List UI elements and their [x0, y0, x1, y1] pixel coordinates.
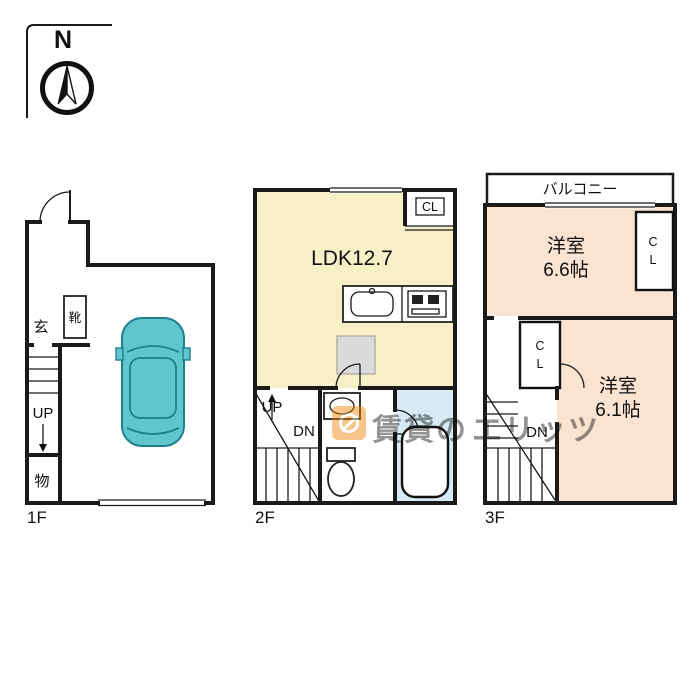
up-label-2f: UP	[262, 399, 283, 416]
compass-group: N	[26, 24, 112, 118]
closet-2f-sliding-door	[405, 225, 453, 231]
ldk-label: LDK12.7	[311, 247, 393, 270]
closet-3f-door-arc	[559, 363, 585, 389]
watermark-logo-slash	[340, 414, 359, 433]
bedroom-b-fill	[557, 320, 673, 501]
compass-needle-light-icon	[66, 65, 77, 105]
wall-1f-outer-right	[68, 220, 215, 505]
stove-burner-left	[412, 295, 423, 304]
wall-1f-outer-left	[25, 220, 100, 505]
window-gap-2f	[330, 186, 402, 194]
storage-label: 物	[34, 473, 49, 490]
garage-shutter	[98, 499, 206, 507]
floor-label-1f: 1F	[27, 508, 47, 527]
north-label: N	[54, 26, 72, 54]
stair-arrow-head-1f	[39, 444, 47, 452]
watermark-logo-icon	[332, 406, 366, 440]
shoe-cabinet	[63, 295, 87, 339]
floor-1f-plan: 靴 玄 UP 物 1F	[25, 190, 215, 527]
balcony-door-gap	[545, 201, 655, 209]
washroom-door-arc	[335, 363, 361, 389]
bedroom-a-name: 洋室	[547, 235, 585, 257]
floor-3f-plan: バルコニー C L C L 洋室 6.6帖 洋室 6.1帖 DN 3F	[483, 172, 677, 527]
bedroom-b-size: 6.1帖	[595, 399, 640, 421]
watermark-prefix-text: 賃貸の	[371, 413, 468, 447]
closet-3f-upper-letter-c: C	[648, 235, 657, 249]
toilet-tank	[326, 447, 356, 462]
closet-3f-lower-letter-l: L	[537, 357, 544, 371]
closet-3f-upper	[634, 210, 675, 292]
balcony-wall	[485, 172, 675, 205]
car-body	[121, 317, 185, 447]
kitchen-faucet	[368, 287, 376, 295]
up-label-1f: UP	[33, 405, 54, 422]
toilet-bowl	[327, 461, 355, 497]
dn-label-2f: DN	[293, 423, 315, 440]
dn-label-3f: DN	[526, 424, 548, 441]
bedroom-a-size: 6.6帖	[543, 259, 588, 281]
watermark-brand-text: エリッツ	[472, 414, 600, 447]
stove-outline	[407, 290, 447, 318]
floor-label-2f: 2F	[255, 508, 275, 527]
balcony-sliding-door	[545, 202, 655, 208]
closet-3f-lower-letter-c: C	[535, 339, 544, 353]
car-windshield	[126, 345, 180, 353]
closet-3f-upper-letter-l: L	[650, 253, 657, 267]
car-rear-window	[126, 427, 180, 435]
bedroom-b-name: 洋室	[599, 375, 637, 397]
frame-corner-line	[26, 24, 112, 118]
watermark-logo-mark	[339, 413, 359, 433]
stair-up-arrow-head-2f	[268, 394, 276, 402]
balcony-label: バルコニー	[543, 181, 618, 198]
stove-grill	[411, 308, 440, 315]
car-roof	[129, 357, 177, 419]
entrance-label: 玄	[33, 319, 48, 336]
closet-2f-label-box	[415, 197, 445, 216]
car-mirror-left	[115, 347, 124, 361]
car-mirror-right	[182, 347, 191, 361]
washbasin-bowl	[329, 397, 355, 415]
stair-treads-3f	[484, 391, 557, 503]
kitchen-sink	[350, 291, 394, 317]
stove-burner-right	[428, 295, 439, 304]
watermark: 賃貸の エリッツ	[332, 406, 600, 447]
floor-2f-plan: LDK12.7 CL UP DN 2F	[253, 186, 457, 527]
stair-treads-2f	[254, 391, 321, 504]
floor-label-3f: 3F	[485, 508, 505, 527]
bathtub	[400, 425, 450, 499]
floor-mat-square	[336, 335, 376, 375]
stair-treads-1f	[27, 356, 60, 394]
closet-3f-lower	[518, 320, 562, 390]
entrance-door-arc	[39, 191, 71, 223]
shoe-cabinet-label: 靴	[69, 311, 82, 325]
window-2f	[330, 187, 402, 193]
closet-2f-label: CL	[422, 200, 438, 214]
